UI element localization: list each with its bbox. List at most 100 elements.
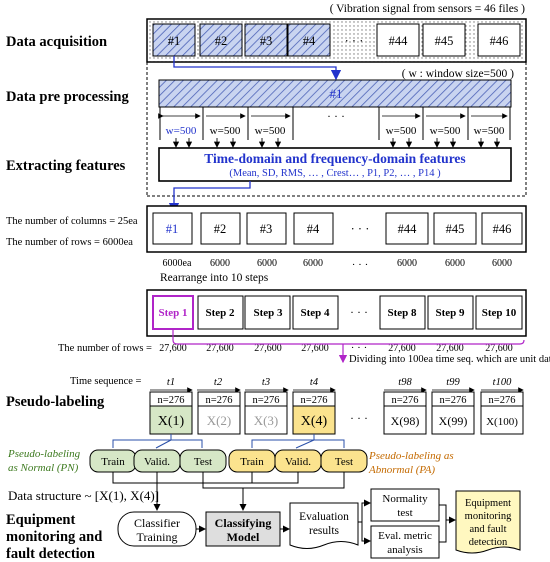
classifying-model-text-2: Model [227, 530, 260, 544]
stage-label-monitoring-3: fault detection [6, 546, 95, 562]
feature-file-label-2: #2 [214, 222, 227, 236]
window-label-6: w=500 [474, 125, 505, 137]
normal-test-label: Test [194, 456, 212, 468]
window-label-4: w=500 [386, 125, 417, 137]
x-box-98 [383, 405, 427, 435]
rows-label: The number of rows = [58, 343, 152, 354]
abnormal-valid-label: Valid. [285, 456, 311, 468]
n-label-1: n=276 [158, 395, 185, 406]
normality-text-2: test [397, 507, 412, 519]
file-label-4: #4 [303, 34, 316, 48]
stage-label-monitoring-1: Equipment [6, 512, 75, 528]
normal-label-1: Pseudo-labeling [7, 448, 81, 460]
abnormal-label-1: Pseudo-labeling as [368, 450, 454, 462]
stage-label-acquisition: Data acquisition [6, 34, 107, 50]
t-label-99: t99 [446, 377, 460, 388]
normal-train-label: Train [101, 456, 125, 468]
x-labels-ellipsis: · · · [350, 411, 368, 425]
step-label-9: Step 9 [435, 307, 465, 319]
normal-sets: Train Valid. Test [89, 449, 227, 473]
step-rows-4: 27,600 [301, 343, 329, 354]
step-box-8 [379, 295, 426, 330]
step-label-10: Step 10 [482, 307, 517, 319]
t-label-100: t100 [493, 377, 512, 388]
row-count-ellipsis: · · · [352, 259, 369, 271]
feature-file-label-45: #45 [446, 222, 465, 236]
file-label-1: #1 [168, 34, 181, 48]
n-labels: n=276 n=276 n=276 n=276 n=276 n=276 n=27… [158, 395, 516, 406]
acquisition-note: ( Vibration signal from sensors = 46 fil… [330, 3, 525, 15]
x-box-99 [431, 405, 475, 435]
step-label-1: Step 1 [158, 307, 187, 319]
step-label-3: Step 3 [253, 307, 283, 319]
classifier-training-text-1: Classifier [134, 516, 180, 530]
row-count-46: 6000 [492, 258, 512, 269]
file-box-4 [287, 23, 331, 57]
x-label-98: X(98) [391, 414, 420, 428]
abnormal-label-2: Abnormal (PA) [368, 464, 435, 476]
step-row-counts: 27,600 27,600 27,600 27,600 · · · 27,600… [159, 342, 513, 354]
steps-ellipsis: · · · [350, 305, 368, 319]
window-ellipsis: · · · [327, 109, 345, 123]
feature-files-ellipsis: · · · [351, 222, 370, 236]
file-label-2: #2 [215, 34, 228, 48]
t-label-98: t98 [398, 377, 412, 388]
final-text-2: monitoring [465, 511, 512, 522]
signal-label: #1 [330, 86, 343, 101]
step-rows-2: 27,600 [206, 343, 234, 354]
evaluation-results-box [289, 502, 359, 549]
signal-bar [158, 79, 512, 108]
window-down-arrows [172, 138, 501, 148]
time-labels: t1 t2 t3 t4 t98 t99 t100 [167, 377, 512, 388]
step-rows-1: 27,600 [159, 343, 187, 354]
step-rows-10: 27,600 [485, 343, 513, 354]
steps: Step 1 Step 2 Step 3 Step 4 · · · Step 8… [152, 295, 523, 330]
abnormal-sets: Train Valid. Test [228, 449, 368, 473]
x-label-4: X(4) [301, 414, 328, 429]
window-label-1: w=500 [166, 125, 197, 137]
step-label-4: Step 4 [300, 307, 330, 319]
eval-branches [358, 499, 371, 545]
file-box-44 [376, 23, 420, 57]
rows-note: The number of rows = 6000ea [6, 237, 133, 248]
set-connectors [112, 472, 345, 511]
stage-label-preprocessing: Data pre processing [6, 89, 129, 105]
x-box-100 [480, 405, 524, 435]
acquisition-to-preprocessing-arrow [173, 56, 342, 81]
stage-label-pseudo: Pseudo-labeling [6, 394, 105, 410]
window-labels: w=500 w=500 w=500 · · · w=500 w=500 w=50… [166, 109, 505, 137]
x-label-99: X(99) [439, 414, 468, 428]
file-label-3: #3 [260, 34, 273, 48]
feature-file-label-46: #46 [493, 222, 512, 236]
n-label-2: n=276 [206, 395, 233, 406]
x-labels: X(1) X(2) X(3) X(4) · · · X(98) X(99) X(… [158, 411, 518, 429]
dividing-bracket [172, 329, 525, 345]
feature-file-label-3: #3 [260, 222, 273, 236]
acquisition-ellipsis: · · · [345, 34, 364, 48]
evaluation-text-1: Evaluation [299, 511, 349, 523]
classifying-model-text-1: Classifying [215, 516, 272, 530]
feature-file-box-44 [385, 212, 429, 245]
feature-file-box-1 [152, 212, 193, 245]
rearrange-note: Rearrange into 10 steps [160, 272, 269, 284]
abnormal-train-label: Train [240, 456, 264, 468]
n-label-100: n=276 [489, 395, 516, 406]
x-box-3 [244, 405, 288, 435]
n-label-3: n=276 [253, 395, 280, 406]
final-text-1: Equipment [465, 498, 511, 509]
file-box-46 [477, 23, 521, 57]
window-label-2: w=500 [210, 125, 241, 137]
step-rows-9: 27,600 [436, 343, 464, 354]
t-label-3: t3 [262, 377, 270, 388]
step-label-2: Step 2 [205, 307, 235, 319]
step-box-4 [292, 295, 339, 330]
x-label-2: X(2) [207, 413, 232, 428]
window-label-5: w=500 [430, 125, 461, 137]
final-text-3: and fault [469, 524, 506, 535]
dividing-note: Dividing into 100ea time seq. which are … [349, 354, 550, 365]
time-sequence-label: Time sequence = [70, 376, 142, 387]
x-label-1: X(1) [158, 414, 185, 429]
step-rows-8: 27,600 [388, 343, 416, 354]
x-box-2 [197, 405, 241, 435]
